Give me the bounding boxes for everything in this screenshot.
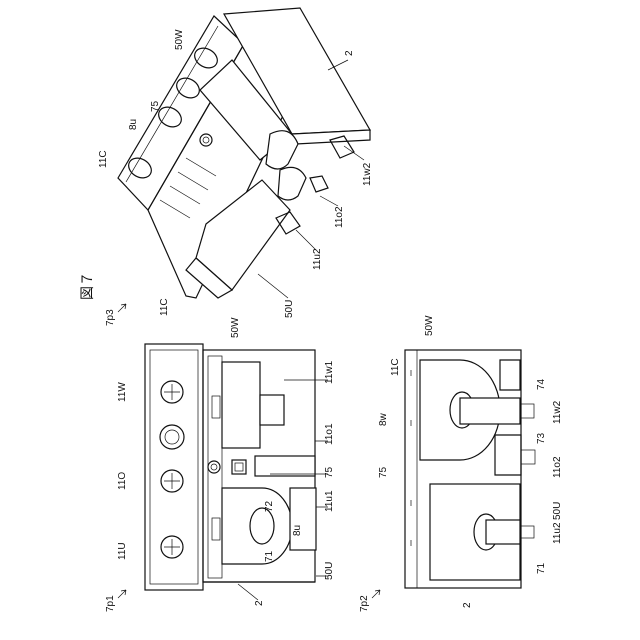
svg-text:74: 74 [536,378,547,390]
svg-text:11o2: 11o2 [552,456,563,478]
svg-text:50W: 50W [174,29,185,50]
view-label-7p2: 7p2 [359,590,380,612]
svg-text:50U: 50U [552,502,563,520]
svg-text:7p2: 7p2 [359,595,370,612]
svg-text:50U: 50U [324,562,335,580]
svg-text:11u1: 11u1 [324,490,335,512]
svg-text:75: 75 [378,466,389,478]
svg-text:11o2: 11o2 [334,206,345,228]
svg-text:11w1: 11w1 [324,360,335,384]
svg-text:50W: 50W [230,317,241,338]
svg-text:11C: 11C [159,298,170,316]
view-7p2-drawing [405,350,535,588]
svg-text:72: 72 [264,500,275,512]
terminal-screw-w [161,381,183,403]
svg-text:7p3: 7p3 [105,309,116,326]
view-7p3-drawing [118,8,370,298]
svg-text:2: 2 [254,600,265,606]
svg-text:75: 75 [150,100,161,112]
view-label-7p1: 7p1 [105,590,126,612]
svg-text:11u2: 11u2 [552,522,563,544]
svg-text:8w: 8w [378,412,389,426]
svg-text:11C: 11C [98,150,109,168]
svg-text:50W: 50W [424,315,435,336]
svg-text:2: 2 [344,50,355,56]
svg-text:11u2: 11u2 [312,248,323,270]
view-label-7p3: 7p3 [105,304,126,326]
svg-text:11w2: 11w2 [362,162,373,186]
svg-text:11U: 11U [117,542,128,560]
figure-number: 図７ [80,272,96,300]
svg-text:11W: 11W [117,382,128,402]
svg-text:11o1: 11o1 [324,423,335,445]
svg-text:8u: 8u [128,119,139,130]
svg-text:73: 73 [536,432,547,444]
view-7p1-drawing [145,344,316,590]
svg-text:11C: 11C [390,358,401,376]
svg-text:71: 71 [536,562,547,574]
svg-text:2: 2 [462,602,473,608]
svg-text:71: 71 [264,550,275,562]
svg-text:11w2: 11w2 [552,400,563,424]
svg-text:50U: 50U [284,300,295,318]
svg-text:75: 75 [324,466,335,478]
svg-text:8u: 8u [292,525,303,536]
terminal-screw-o [161,470,183,492]
svg-text:11O: 11O [117,472,128,490]
terminal-screw-u [161,536,183,558]
svg-text:7p1: 7p1 [105,595,116,612]
